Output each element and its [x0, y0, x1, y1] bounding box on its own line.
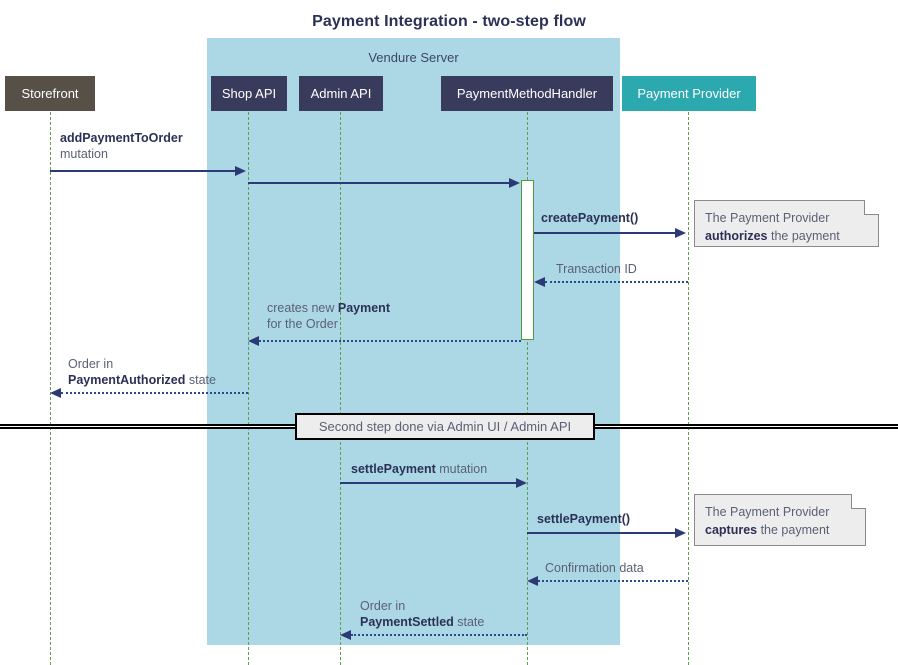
message-label-line-plain: mutation — [435, 462, 488, 476]
arrowhead-right-icon — [675, 528, 686, 538]
lifeline-payment-provider — [688, 112, 689, 665]
arrowhead-left-icon — [248, 336, 259, 346]
message-label-line-bold: addPaymentToOrder — [60, 131, 183, 145]
message-label-line-bold: settlePayment — [351, 462, 436, 476]
note-line-2-bold: captures — [705, 523, 758, 537]
note-line-1: The Payment Provider — [705, 211, 830, 225]
message-arrow-confirmation-data — [538, 580, 688, 582]
message-arrow-order-payment-authorized — [61, 392, 248, 394]
arrowhead-right-icon — [509, 178, 520, 188]
page-title: Payment Integration - two-step flow — [312, 13, 586, 30]
arrowhead-right-icon — [235, 166, 246, 176]
participant-storefront[interactable]: Storefront — [5, 76, 95, 111]
message-arrow-transaction-id — [545, 281, 688, 283]
message-label-line-plain: Confirmation data — [545, 561, 644, 575]
message-label-confirmation-data: Confirmation data — [545, 560, 644, 576]
arrowhead-left-icon — [534, 277, 545, 287]
message-arrow-order-payment-settled — [351, 634, 527, 636]
message-arrow-creates-new-payment — [259, 340, 521, 342]
message-label-line2-plain: for the Order — [267, 317, 338, 331]
message-arrow-add-payment-to-order — [50, 170, 235, 172]
arrowhead-right-icon — [516, 478, 527, 488]
message-label-order-payment-settled: Order in PaymentSettled state — [360, 598, 484, 630]
participant-admin-api[interactable]: Admin API — [299, 76, 383, 111]
message-label-create-payment: createPayment() — [541, 210, 638, 226]
note-line-2-plain: the payment — [757, 523, 830, 537]
note-fold-corner-icon — [864, 200, 879, 215]
divider-label-box: Second step done via Admin UI / Admin AP… — [295, 413, 595, 440]
message-label-line1-plain: creates new — [267, 301, 338, 315]
message-arrow-settle-payment-call — [527, 532, 675, 534]
message-label-line-plain: mutation — [60, 147, 108, 161]
note-provider-captures: The Payment Provider captures the paymen… — [694, 494, 866, 546]
arrowhead-left-icon — [50, 388, 61, 398]
message-label-line2-bold: PaymentAuthorized — [68, 373, 186, 387]
arrowhead-right-icon — [675, 228, 686, 238]
message-label-line-bold: settlePayment() — [537, 512, 631, 526]
note-line-2-plain: the payment — [767, 229, 840, 243]
note-fold-corner-icon — [851, 494, 866, 509]
lifeline-shop-api — [248, 112, 249, 665]
message-arrow-create-payment — [534, 232, 675, 234]
message-label-line2-bold: PaymentSettled — [360, 615, 454, 629]
participant-payment-method-handler[interactable]: PaymentMethodHandler — [441, 76, 613, 111]
arrowhead-left-icon — [527, 576, 538, 586]
message-label-line-bold: createPayment() — [541, 211, 639, 225]
message-label-creates-new-payment: creates new Payment for the Order — [267, 300, 390, 332]
message-label-line-plain: Transaction ID — [556, 262, 637, 276]
participant-payment-provider[interactable]: Payment Provider — [622, 76, 756, 111]
message-label-line1-plain: Order in — [68, 357, 114, 371]
note-line-1: The Payment Provider — [705, 505, 830, 519]
lifeline-payment-method-handler — [527, 112, 528, 665]
arrowhead-left-icon — [340, 630, 351, 640]
message-label-line1-plain: Order in — [360, 599, 406, 613]
note-provider-authorizes: The Payment Provider authorizes the paym… — [694, 200, 879, 247]
message-label-settle-payment-call: settlePayment() — [537, 511, 630, 527]
message-arrow-shop-api-to-handler — [248, 182, 509, 184]
message-arrow-settle-payment-mutation — [340, 482, 516, 484]
message-label-add-payment-to-order: addPaymentToOrder mutation — [60, 130, 183, 162]
activation-bar-payment-method-handler — [521, 180, 534, 340]
group-label: Vendure Server — [368, 50, 459, 65]
participant-shop-api[interactable]: Shop API — [211, 76, 287, 111]
message-label-transaction-id: Transaction ID — [556, 261, 637, 277]
message-label-line2-plain: state — [453, 615, 485, 629]
message-label-order-payment-authorized: Order in PaymentAuthorized state — [68, 356, 216, 388]
message-label-line2-plain: state — [185, 373, 216, 387]
message-label-line1-bold: Payment — [337, 301, 390, 315]
note-line-2-bold: authorizes — [705, 229, 768, 243]
message-label-settle-payment-mutation: settlePayment mutation — [351, 461, 487, 477]
lifeline-admin-api — [340, 112, 341, 665]
